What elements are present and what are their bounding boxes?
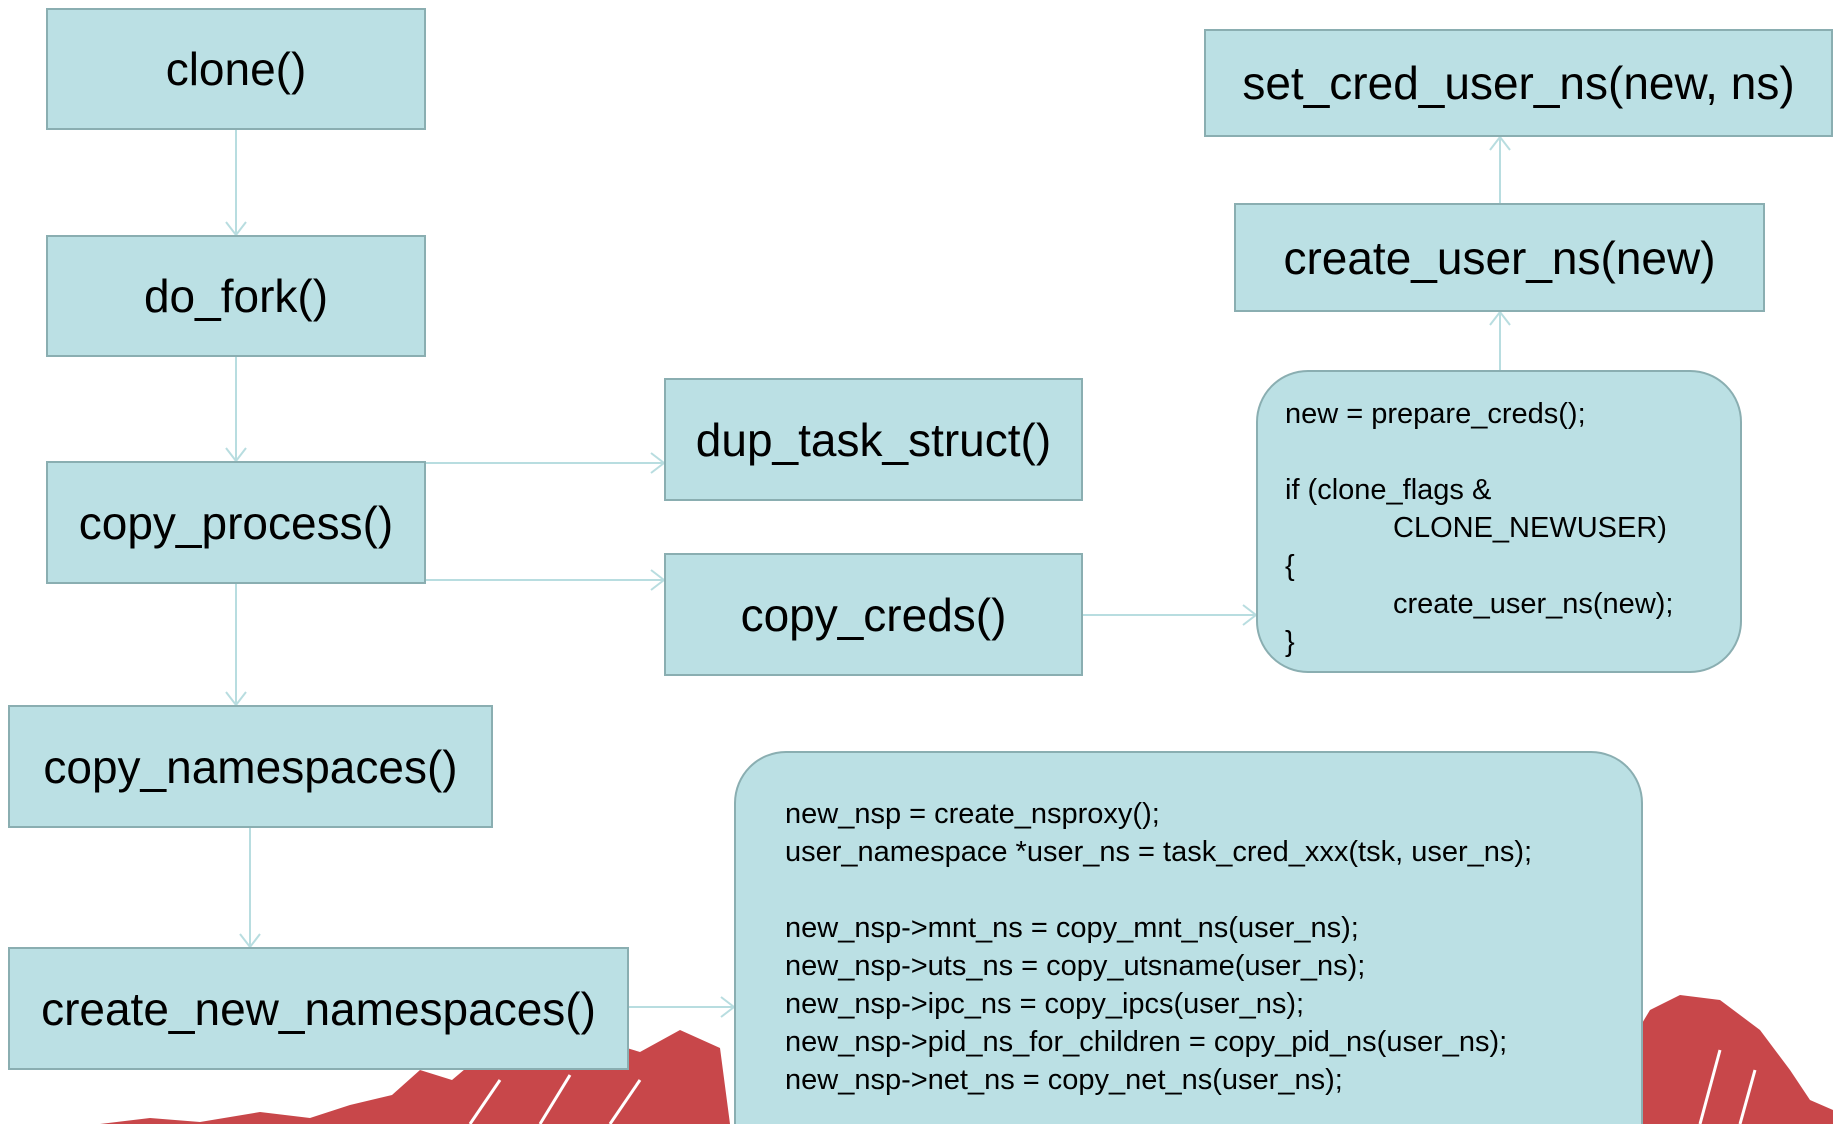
set-cred-user-ns-node: set_cred_user_ns(new, ns) <box>1204 29 1833 137</box>
copy-namespaces-node: copy_namespaces() <box>8 705 493 828</box>
code-line: CLONE_NEWUSER) <box>1393 512 1667 544</box>
creds-code-block: new = prepare_creds(); if (clone_flags &… <box>1256 370 1742 673</box>
code-line: new_nsp = create_nsproxy(); <box>785 798 1160 830</box>
do-fork-node: do_fork() <box>46 235 426 357</box>
snow-streaks <box>468 1049 1757 1124</box>
code-line: create_user_ns(new); <box>1393 588 1674 620</box>
code-line: new_nsp->pid_ns_for_children = copy_pid_… <box>785 1026 1508 1058</box>
dup-task-struct-node: dup_task_struct() <box>664 378 1083 501</box>
code-line: new_nsp->net_ns = copy_net_ns(user_ns); <box>785 1064 1343 1096</box>
code-line: new = prepare_creds(); <box>1285 398 1586 430</box>
mountain-silhouette <box>100 1030 730 1124</box>
code-line: new_nsp->mnt_ns = copy_mnt_ns(user_ns); <box>785 912 1359 944</box>
code-blank-line <box>1285 433 1740 471</box>
code-line: { <box>1285 550 1295 582</box>
namespaces-code-block: new_nsp = create_nsproxy(); user_namespa… <box>734 751 1643 1124</box>
create-user-ns-node: create_user_ns(new) <box>1234 203 1765 312</box>
copy-process-node: copy_process() <box>46 461 426 584</box>
code-line: if (clone_flags & <box>1285 474 1492 506</box>
code-line: new_nsp->uts_ns = copy_utsname(user_ns); <box>785 950 1366 982</box>
code-blank-line <box>785 871 1641 909</box>
create-new-namespaces-node: create_new_namespaces() <box>8 947 629 1070</box>
code-line: new_nsp->ipc_ns = copy_ipcs(user_ns); <box>785 988 1305 1020</box>
mountain-right-silhouette <box>1630 995 1833 1124</box>
clone-node: clone() <box>46 8 426 130</box>
code-line: } <box>1285 626 1295 658</box>
code-line: user_namespace *user_ns = task_cred_xxx(… <box>785 836 1533 868</box>
copy-creds-node: copy_creds() <box>664 553 1083 676</box>
